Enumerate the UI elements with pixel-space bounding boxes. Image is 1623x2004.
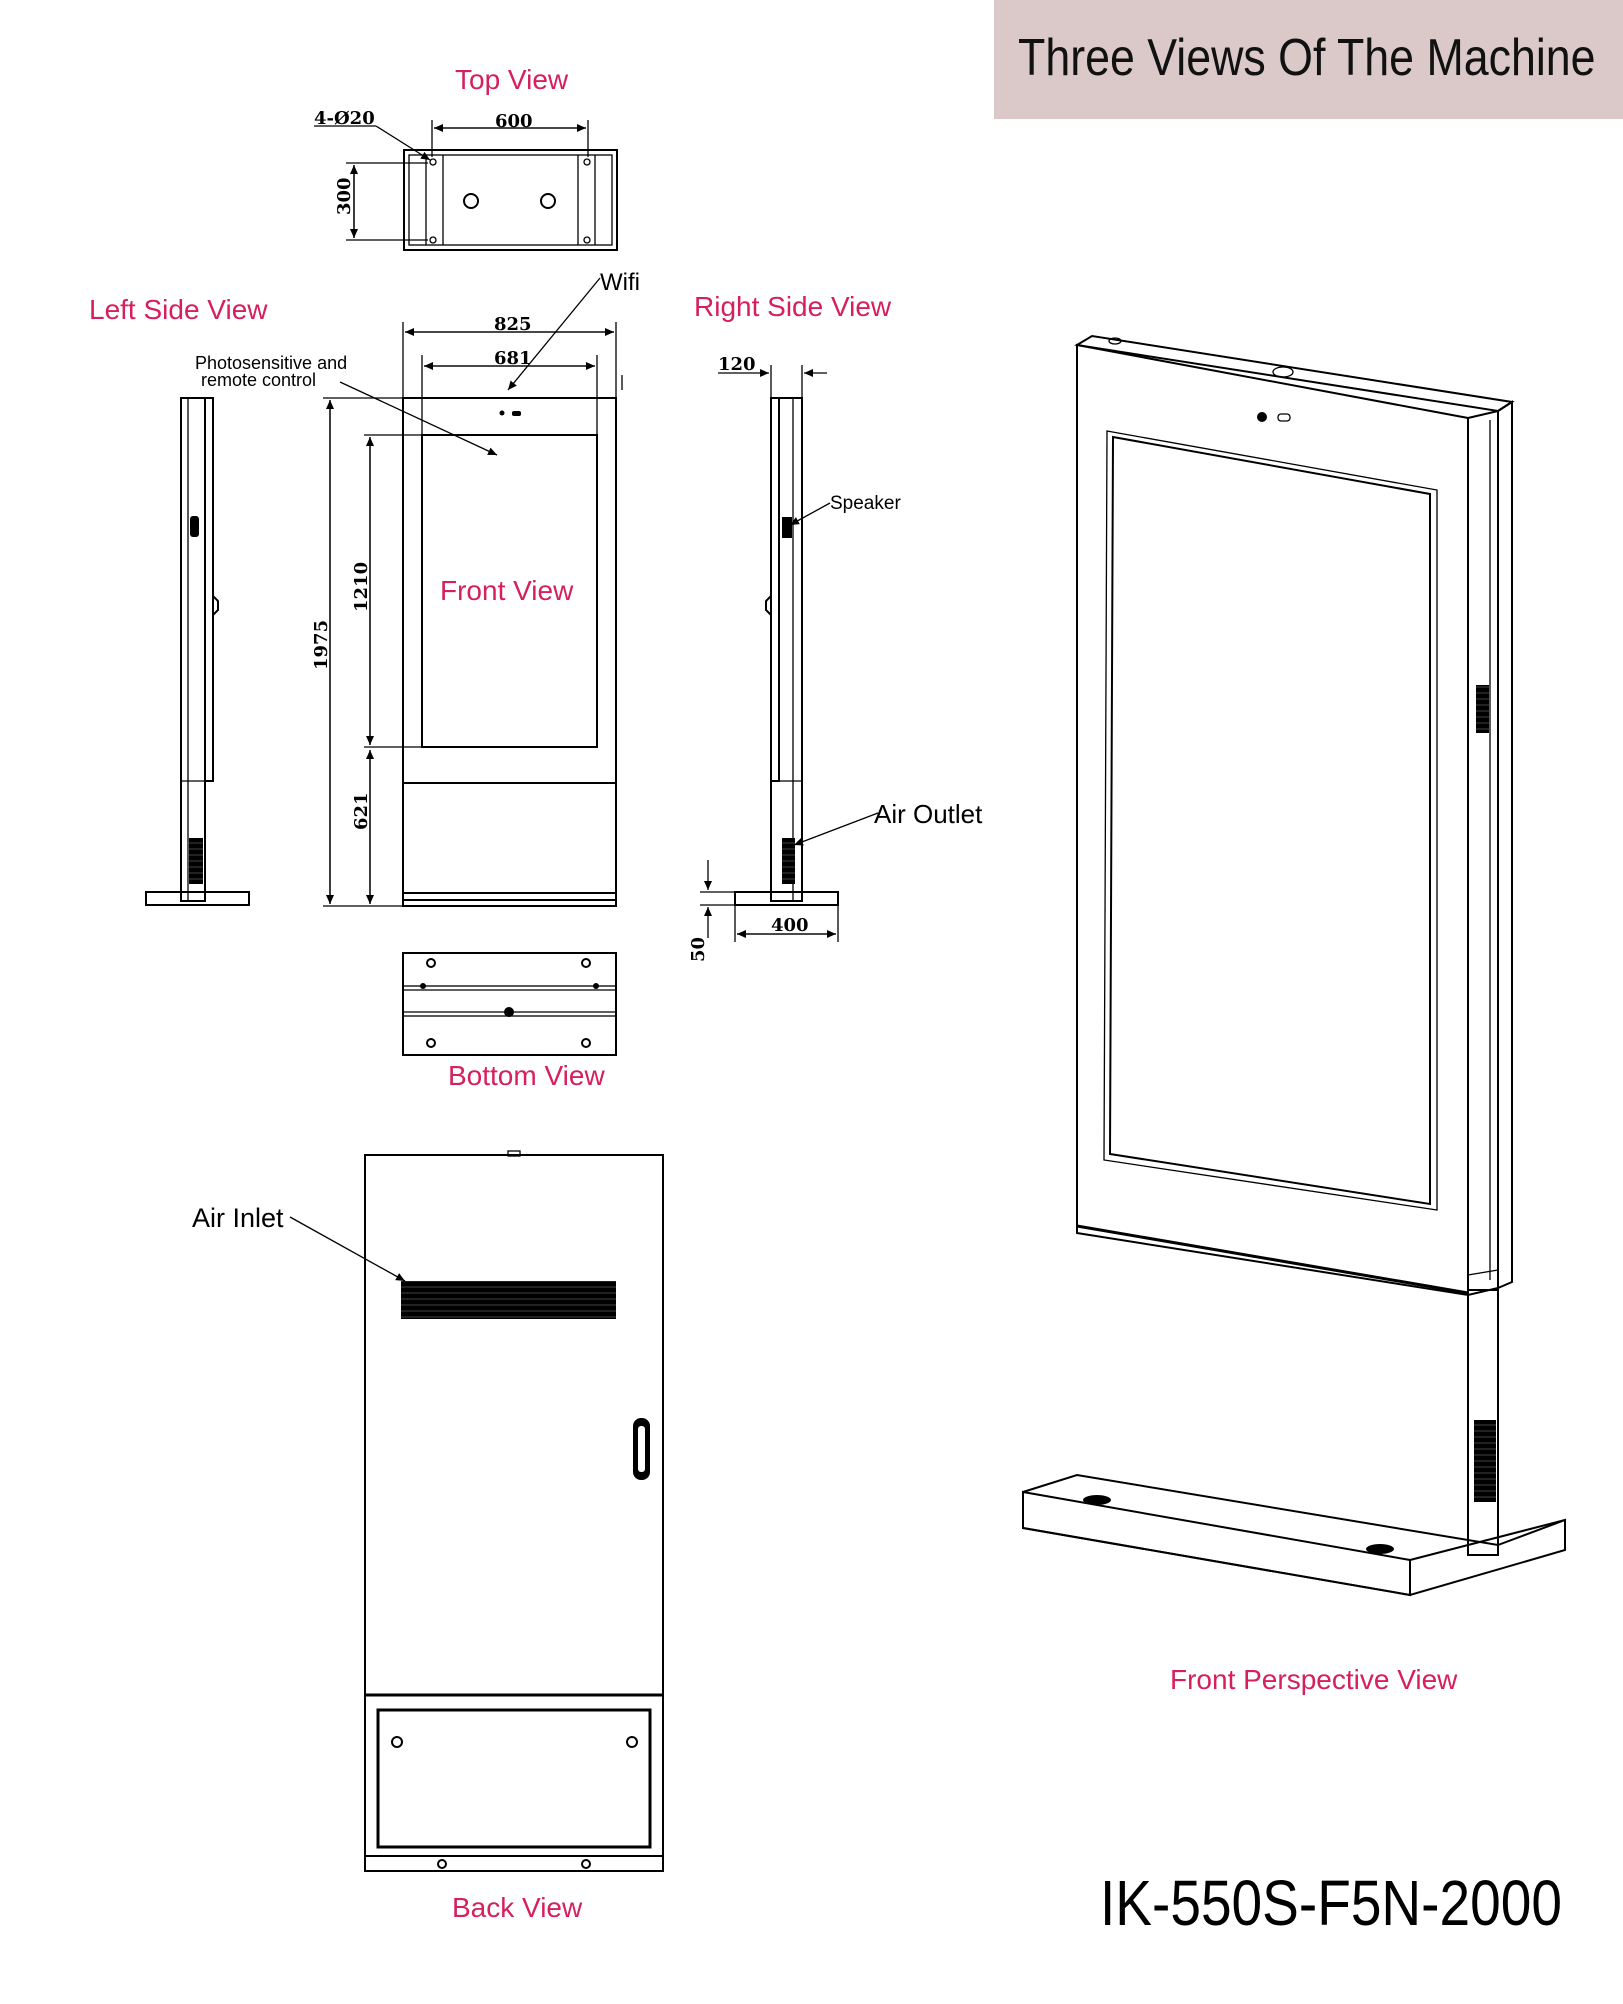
back-view: Air Inlet Back View [192,1150,664,1923]
wifi-callout: Wifi [600,269,640,296]
right-side-view-label: Right Side View [694,291,892,322]
dim-holes: 4-Ø20 [314,108,375,129]
front-view: Front View 825 681 1975 1210 621 Wifi [195,269,640,907]
back-service-panel [376,1708,652,1849]
speaker-icon [782,517,792,538]
top-view-outline [403,149,618,251]
left-body [180,397,206,902]
top-view-label: Top View [455,64,569,95]
title-banner [994,0,1623,119]
dim-overall-height: 1975 [311,620,332,670]
dim-lower-height: 621 [351,792,372,830]
left-side-view-label: Left Side View [89,294,268,325]
top-view: Top View 600 300 4-Ø20 [314,64,618,251]
mount-hole [540,193,556,209]
vent-icon [782,838,795,884]
front-base [402,892,617,907]
back-body [364,1154,664,1872]
dim-base-depth: 400 [771,915,809,936]
perspective-screen [1108,435,1431,1206]
right-side-view: Right Side View 120 50 400 Speaker Air O… [688,291,983,962]
dim-base-height: 50 [688,937,709,962]
dim-side-depth: 120 [718,354,756,375]
dim-screen-width: 681 [494,348,532,369]
dim-overall-width: 825 [494,314,532,335]
speaker-callout: Speaker [830,493,901,514]
bottom-view: Bottom View [402,952,617,1091]
page-title: Three Views Of The Machine [1018,29,1596,87]
front-view-label: Front View [440,575,574,606]
right-body [770,397,803,902]
sensor-icon [499,410,505,416]
perspective-front-panel [1076,343,1469,1297]
dim-screen-height: 1210 [351,562,372,612]
perspective-speaker-icon [1476,685,1489,733]
vent-icon [189,838,203,884]
photosensitive-callout-line2: remote control [201,370,316,390]
dim-top-depth: 300 [334,177,355,215]
air-inlet-callout: Air Inlet [192,1203,284,1233]
air-inlet-vent-icon [401,1281,616,1319]
dim-top-width: 600 [495,111,533,132]
photosensitive-callout-line1: Photosensitive and [195,353,347,373]
right-base [734,891,839,906]
handle-icon [190,516,199,537]
bottom-view-label: Bottom View [448,1060,605,1091]
model-number: IK-550S-F5N-2000 [1100,1867,1562,1939]
left-base [145,891,250,906]
mount-hole [463,193,479,209]
front-screen [421,434,598,748]
perspective-view-label: Front Perspective View [1170,1664,1458,1695]
remote-receiver-icon [512,411,521,416]
back-view-label: Back View [452,1892,583,1923]
left-side-view: Left Side View [89,294,268,906]
front-body [402,397,617,901]
air-outlet-callout: Air Outlet [874,799,983,829]
perspective-view: Front Perspective View [1022,334,1566,1695]
